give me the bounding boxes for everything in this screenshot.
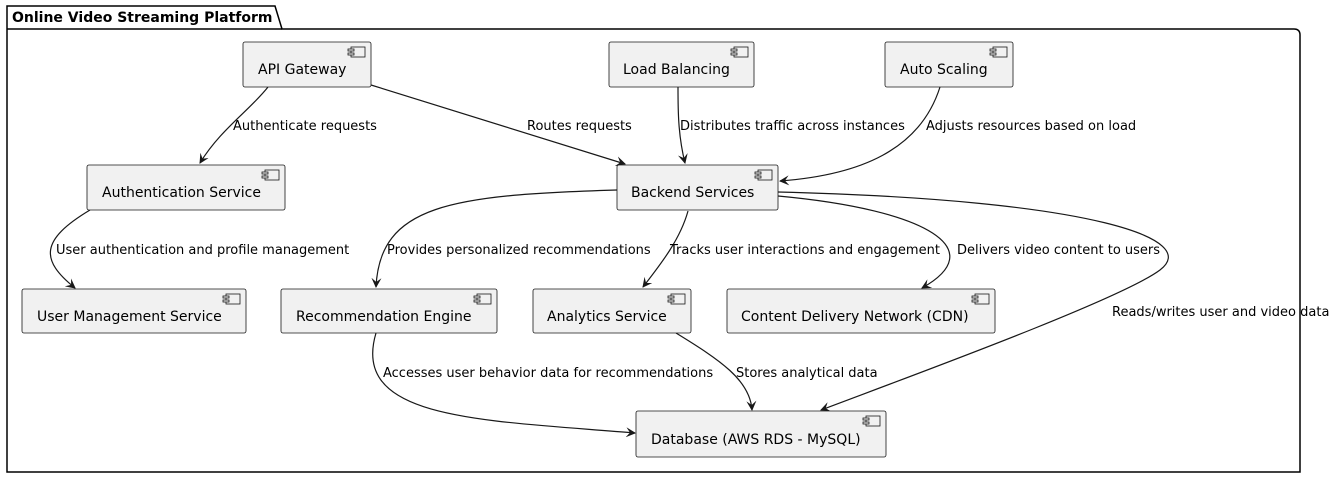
- component-icon: [667, 293, 686, 305]
- edge-reco-to-db: [372, 332, 636, 438]
- component-database: Database (AWS RDS - MySQL): [635, 410, 887, 458]
- label-authenticate-requests: Authenticate requests: [233, 119, 377, 134]
- component-label: Auto Scaling: [900, 62, 988, 78]
- component-icon: [222, 293, 241, 305]
- label-tracks-interactions: Tracks user interactions and engagement: [669, 243, 940, 258]
- component-recommendation-engine: Recommendation Engine: [280, 288, 498, 334]
- component-api-gateway: API Gateway: [242, 41, 372, 88]
- label-reads-writes: Reads/writes user and video data: [1112, 305, 1329, 320]
- label-accesses-behavior: Accesses user behavior data for recommen…: [383, 366, 713, 381]
- edge-lb-to-backend: [677, 86, 688, 164]
- edge-api-to-auth: [199, 86, 269, 164]
- component-icon: [730, 46, 749, 58]
- component-icon: [862, 415, 881, 427]
- component-analytics-service: Analytics Service: [532, 288, 692, 334]
- label-personalized-recs: Provides personalized recommendations: [387, 243, 651, 258]
- component-icon: [261, 169, 280, 181]
- component-icon: [754, 169, 773, 181]
- component-label: Recommendation Engine: [296, 309, 471, 325]
- component-label: User Management Service: [37, 309, 222, 325]
- label-user-auth-profile: User authentication and profile manageme…: [56, 243, 349, 258]
- label-routes-requests: Routes requests: [527, 119, 632, 134]
- component-label: Content Delivery Network (CDN): [741, 309, 969, 325]
- label-delivers-video: Delivers video content to users: [957, 243, 1160, 258]
- component-backend-services: Backend Services: [616, 164, 779, 211]
- edge-backend-to-reco: [371, 189, 618, 288]
- label-distributes-traffic: Distributes traffic across instances: [680, 119, 905, 134]
- component-label: Analytics Service: [547, 309, 667, 325]
- component-icon: [989, 46, 1008, 58]
- edge-autoscale-to-backend: [779, 86, 941, 186]
- label-stores-analytical: Stores analytical data: [736, 366, 878, 381]
- edge-analytics-to-db: [675, 332, 757, 411]
- package-title: Online Video Streaming Platform: [12, 10, 272, 26]
- edges: [49, 84, 1169, 438]
- label-adjusts-resources: Adjusts resources based on load: [926, 119, 1136, 134]
- edge-auth-to-usermgmt: [49, 209, 91, 289]
- component-label: Database (AWS RDS - MySQL): [651, 432, 861, 448]
- component-cdn: Content Delivery Network (CDN): [726, 288, 996, 334]
- components: API Gateway Load Balancing Auto Scaling …: [21, 41, 1014, 458]
- edge-backend-to-cdn: [777, 195, 951, 289]
- component-icon: [473, 293, 492, 305]
- edge-backend-to-analytics: [642, 210, 689, 288]
- edge-api-to-backend: [370, 84, 626, 167]
- component-label: API Gateway: [258, 62, 346, 78]
- edge-backend-to-db: [777, 191, 1169, 412]
- component-icon: [347, 46, 366, 58]
- component-auto-scaling: Auto Scaling: [884, 41, 1014, 88]
- component-label: Load Balancing: [623, 62, 730, 78]
- component-authentication-service: Authentication Service: [86, 164, 286, 211]
- component-label: Authentication Service: [102, 185, 261, 201]
- component-load-balancing: Load Balancing: [608, 41, 755, 88]
- component-label: Backend Services: [631, 185, 754, 201]
- component-user-management-service: User Management Service: [21, 288, 247, 334]
- edge-labels: Authenticate requests Routes requests Di…: [56, 119, 1329, 381]
- component-icon: [971, 293, 990, 305]
- package-frame: Online Video Streaming Platform: [6, 5, 1301, 473]
